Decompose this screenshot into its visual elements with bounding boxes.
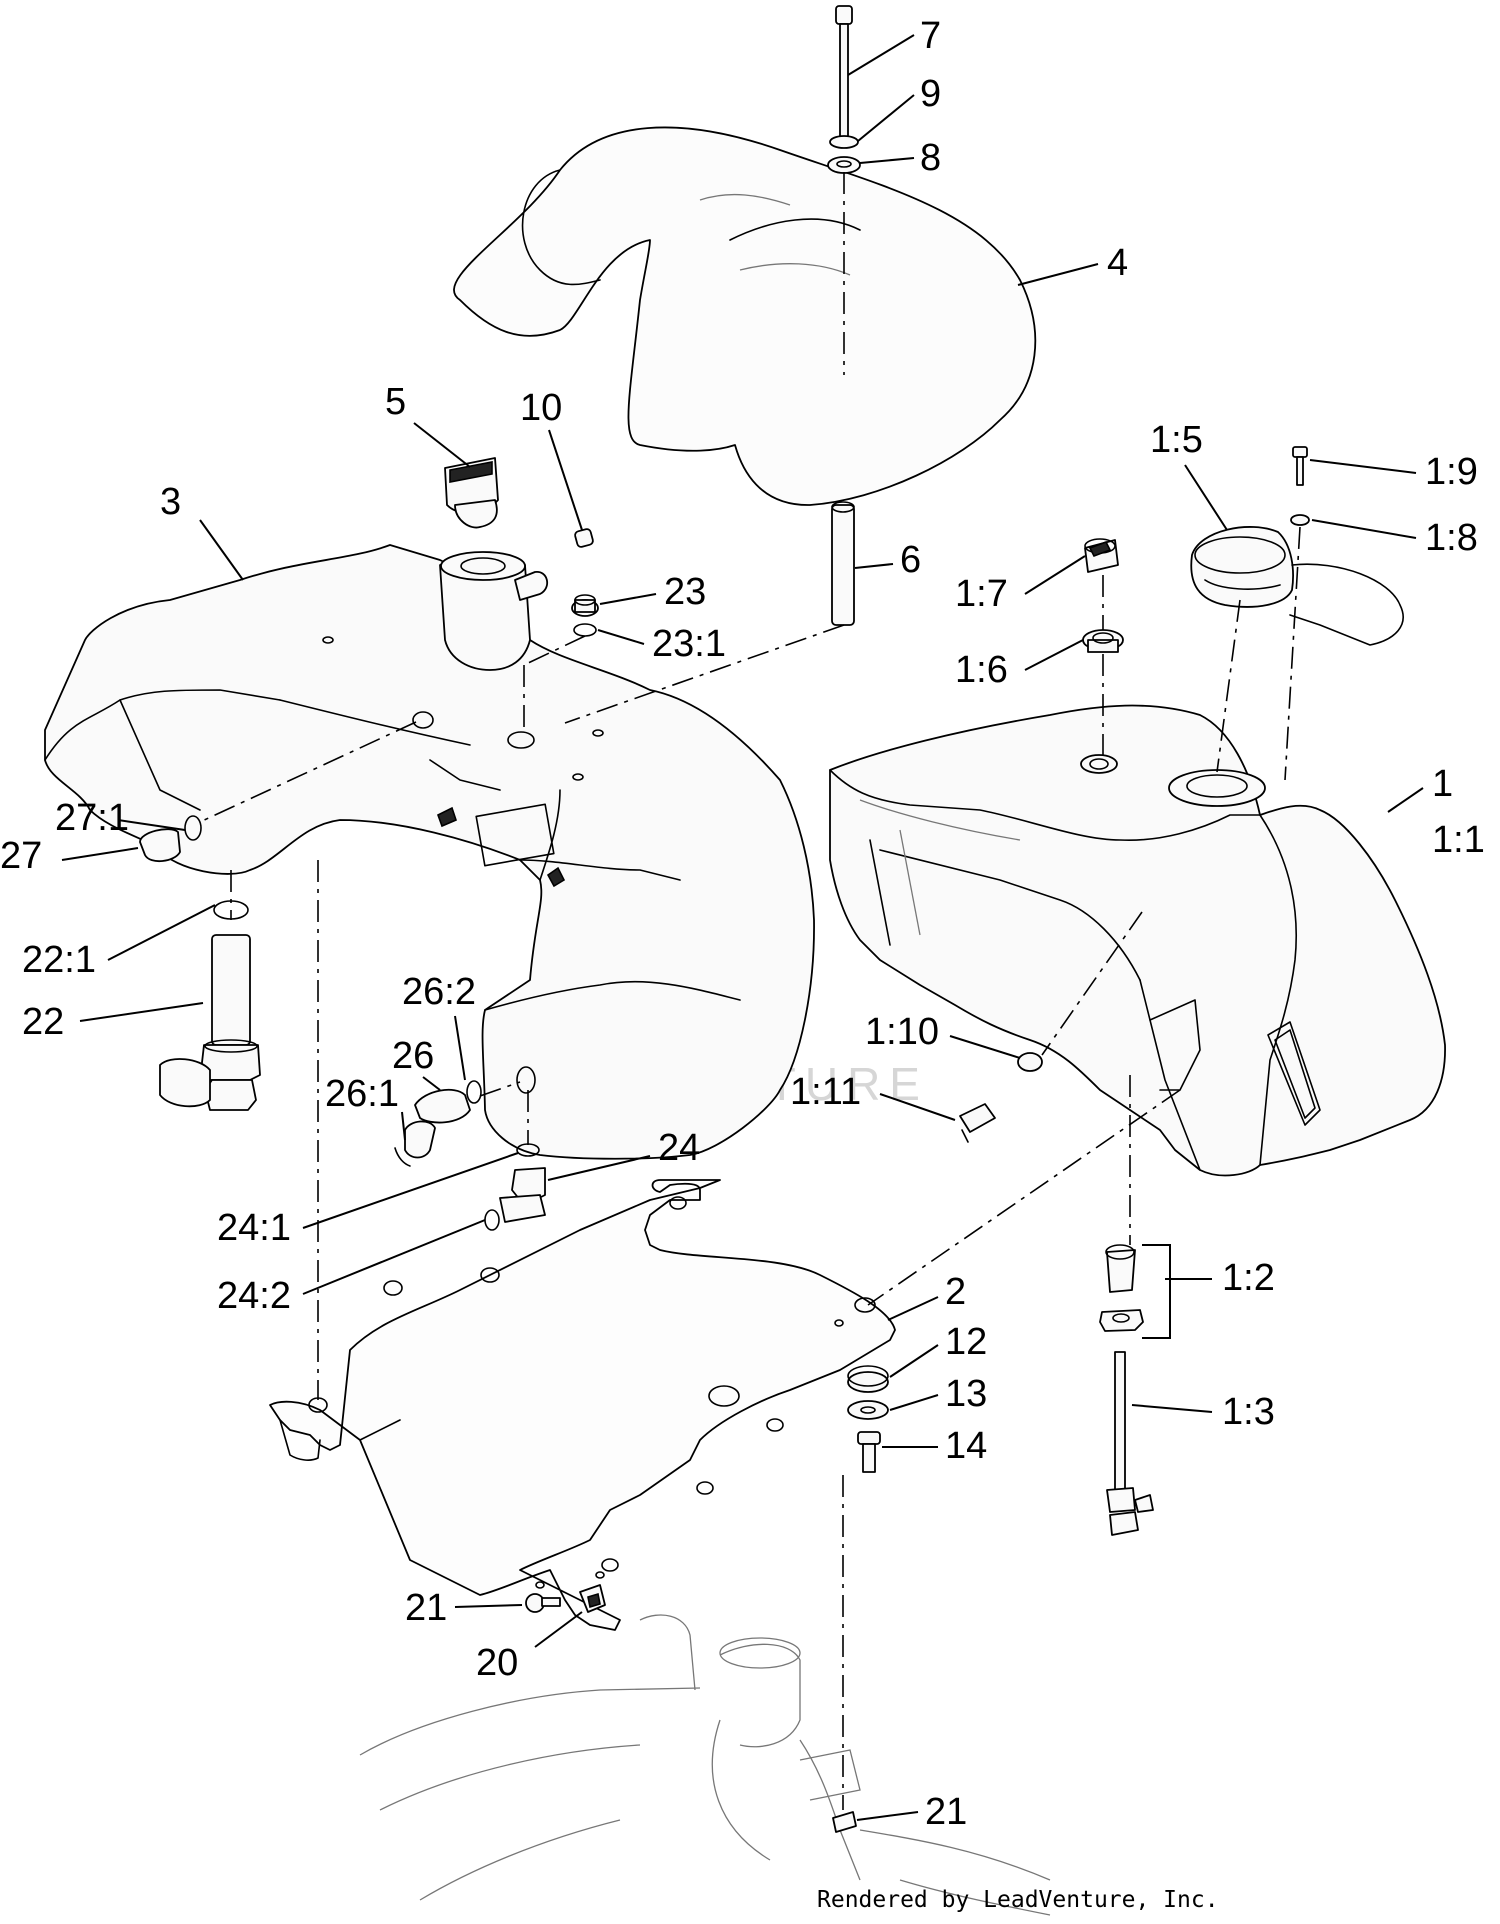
callout-24-1: 24:1 — [217, 1207, 291, 1249]
part-26-fitting — [404, 1088, 471, 1159]
callout-1-2: 1:2 — [1222, 1257, 1275, 1299]
part-2-plate — [269, 1179, 896, 1631]
part-27-1-oring — [184, 815, 202, 841]
callout-1-3: 1:3 — [1222, 1391, 1275, 1433]
callout-24: 24 — [658, 1127, 700, 1169]
callout-1-11: 1:11 — [790, 1071, 861, 1113]
footer-credit: Rendered by LeadVenture, Inc. — [817, 1887, 1219, 1913]
part-24-elbow — [499, 1167, 546, 1223]
callout-6: 6 — [900, 539, 921, 581]
part-21-screw-upper — [525, 1593, 561, 1613]
part-1-11-fitting — [959, 1103, 996, 1143]
part-1-7-vent — [1084, 538, 1119, 573]
callout-21: 21 — [405, 1587, 447, 1629]
part-23-grommet — [571, 594, 599, 617]
callout-9: 9 — [920, 73, 941, 115]
callout-labels: 7 9 8 4 5 10 1:5 1:9 3 1:8 6 23 1:7 23:1 1:6 1 1:1 27:1 27… — [0, 15, 1485, 1833]
callout-21: 21 — [925, 1791, 967, 1833]
callout-27: 27 — [0, 835, 42, 877]
callout-23: 23 — [664, 571, 706, 613]
callout-1-6: 1:6 — [955, 649, 1008, 691]
callout-24-2: 24:2 — [217, 1275, 291, 1317]
callout-27-1: 27:1 — [55, 797, 129, 839]
part-14-bolt — [857, 1431, 881, 1473]
part-1-fuel-tank — [829, 704, 1446, 1177]
bracket-1-2 — [1142, 1244, 1171, 1339]
callout-26-2: 26:2 — [402, 971, 476, 1013]
part-23-1-oring — [573, 623, 597, 637]
callout-2: 2 — [945, 1271, 966, 1313]
callout-1-9: 1:9 — [1425, 451, 1478, 493]
callout-1-1: 1:1 — [1432, 819, 1485, 861]
part-22-strainer — [159, 934, 261, 1111]
callout-1-5: 1:5 — [1150, 419, 1203, 461]
callout-4: 4 — [1107, 242, 1128, 284]
part-4-cover — [453, 126, 1037, 506]
part-13-washer — [847, 1400, 889, 1420]
assembly-centerlines — [199, 172, 1301, 1810]
leader-lines — [61, 34, 1424, 1821]
part-9-washer — [829, 135, 859, 149]
callout-1-10: 1:10 — [865, 1011, 939, 1053]
callout-22: 22 — [22, 1001, 64, 1043]
part-8-washer — [827, 156, 861, 174]
callout-3: 3 — [160, 481, 181, 523]
callout-20: 20 — [476, 1642, 518, 1684]
part-1-6-grommet — [1082, 629, 1124, 653]
part-26-1-clamp — [394, 1147, 411, 1167]
part-20-clip — [579, 1584, 606, 1613]
part-12-bushing — [847, 1365, 889, 1393]
frame-ghost — [359, 1614, 1051, 1916]
part-1-9-screw — [1292, 446, 1308, 486]
part-26-2-oring — [466, 1080, 482, 1104]
part-3-housing — [44, 544, 815, 1160]
callout-8: 8 — [920, 137, 941, 179]
callout-7: 7 — [920, 15, 941, 57]
callout-22-1: 22:1 — [22, 939, 96, 981]
callout-5: 5 — [385, 381, 406, 423]
part-27-plug — [139, 828, 181, 862]
part-1-8-washer — [1290, 514, 1310, 526]
part-21-screw-lower — [832, 1811, 857, 1833]
callout-1-7: 1:7 — [955, 573, 1008, 615]
part-1-3-pickup — [1106, 1351, 1154, 1536]
part-5-cap — [444, 457, 499, 529]
callout-12: 12 — [945, 1321, 987, 1363]
callout-14: 14 — [945, 1425, 987, 1467]
callout-26-1: 26:1 — [325, 1073, 399, 1115]
callout-1-8: 1:8 — [1425, 517, 1478, 559]
part-1-5-fuel-cap — [1190, 526, 1404, 646]
part-10-plug — [574, 528, 594, 548]
callout-23-1: 23:1 — [652, 623, 726, 665]
callout-26: 26 — [392, 1035, 434, 1077]
part-6-spacer — [831, 501, 855, 626]
part-1-10-grommet — [1017, 1052, 1043, 1072]
callout-13: 13 — [945, 1373, 987, 1415]
part-24-2-oring — [484, 1209, 500, 1231]
callout-10: 10 — [520, 387, 562, 429]
callout-1: 1 — [1432, 763, 1453, 805]
part-1-2-bushing — [1099, 1244, 1144, 1332]
